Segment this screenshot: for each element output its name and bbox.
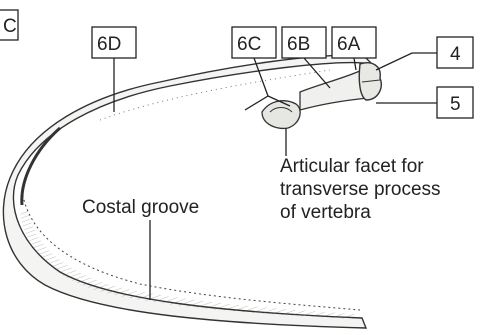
label-5-text: 5 xyxy=(450,94,461,115)
label-4: 4 xyxy=(376,37,473,70)
label-6D: 6D xyxy=(92,27,136,112)
groove-caption-text: Costal groove xyxy=(82,197,199,218)
label-6C-text: 6C xyxy=(237,34,261,55)
facet-caption-line3: of vertebra xyxy=(280,202,371,223)
rib-underside-shading xyxy=(20,210,356,319)
label-6B: 6B xyxy=(282,27,330,88)
label-5: 5 xyxy=(376,87,473,118)
corner-label-box: C xyxy=(0,10,18,40)
rib-neck xyxy=(300,70,368,110)
label-6B-text: 6B xyxy=(287,34,310,55)
label-6D-text: 6D xyxy=(97,34,121,55)
facet-caption: Articular facet for transverse process o… xyxy=(280,128,441,223)
facet-caption-line2: transverse process xyxy=(280,179,441,200)
label-6A-text: 6A xyxy=(337,34,361,55)
tubercle xyxy=(262,101,300,129)
label-4-text: 4 xyxy=(450,44,461,65)
facet-caption-line1: Articular facet for xyxy=(280,156,424,177)
corner-label: C xyxy=(3,16,17,37)
